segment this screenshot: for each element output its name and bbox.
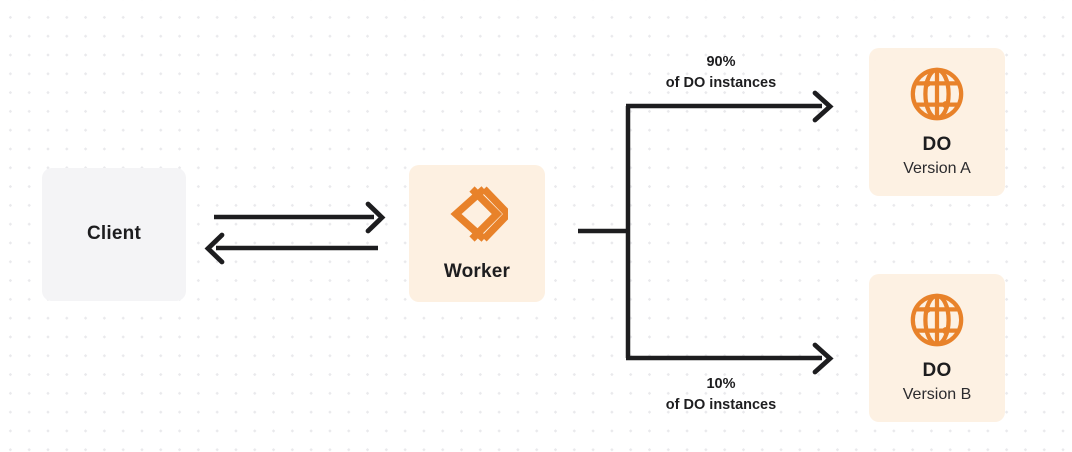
node-do-a-version: Version A <box>903 159 971 177</box>
node-client-label: Client <box>87 223 141 245</box>
edge-label-do-a-description: of DO instances <box>665 75 777 92</box>
node-do-b-version: Version B <box>902 385 972 403</box>
node-do-a-label: DO <box>922 133 952 155</box>
node-worker-label: Worker <box>443 261 511 283</box>
node-do-version-a[interactable]: DO Version A <box>869 48 1005 196</box>
arrow-client-to-worker <box>214 201 386 234</box>
edge-label-do-b-description: of DO instances <box>665 397 777 414</box>
node-do-b-label: DO <box>922 359 952 381</box>
globe-icon <box>908 65 966 123</box>
edge-label-do-a: 90% of DO instances <box>615 52 827 94</box>
node-worker[interactable]: Worker <box>409 165 545 302</box>
node-client[interactable]: Client <box>42 168 186 301</box>
cloudflare-workers-icon <box>446 183 514 245</box>
node-do-version-b[interactable]: DO Version B <box>869 274 1005 422</box>
arrow-worker-to-do-b <box>626 342 834 375</box>
edge-label-do-b-percent: 10% <box>706 376 736 392</box>
arrow-worker-to-client <box>204 232 378 265</box>
arrow-worker-to-do-a <box>626 90 834 123</box>
edge-label-do-a-percent: 90% <box>706 54 736 70</box>
globe-icon <box>908 291 966 349</box>
edge-label-do-b: 10% of DO instances <box>615 374 827 416</box>
fork-connector <box>578 106 631 358</box>
